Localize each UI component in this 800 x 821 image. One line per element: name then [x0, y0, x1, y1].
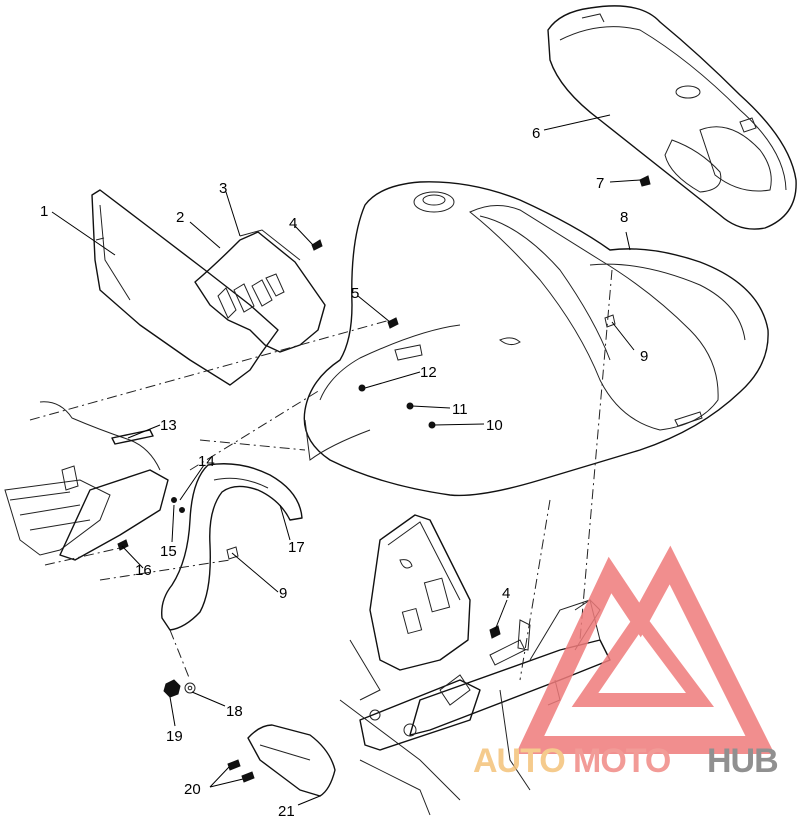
part-6-cover — [547, 5, 797, 230]
watermark-logo: AUTO MOTO HUB — [473, 545, 779, 780]
callout-14: 14 — [198, 453, 215, 470]
watermark-text-moto: MOTO — [573, 742, 671, 780]
watermark-text-hub: HUB — [707, 742, 778, 780]
watermark-text-auto: AUTO — [473, 742, 565, 780]
leader-lines — [51, 114, 641, 806]
callout-4: 4 — [289, 215, 297, 232]
callout-5: 5 — [351, 285, 359, 302]
callout-12: 12 — [420, 364, 437, 381]
callout-9: 9 — [640, 348, 648, 365]
callout-13: 13 — [160, 417, 177, 434]
callout-21: 21 — [278, 803, 295, 820]
callout-18: 18 — [226, 703, 243, 720]
footrest-area — [4, 401, 169, 561]
part-1-panel — [91, 189, 279, 386]
part-21-guard — [247, 724, 336, 797]
callout-2: 2 — [176, 209, 184, 226]
callout-3: 3 — [219, 180, 227, 197]
callout-6: 6 — [532, 125, 540, 142]
callout-16: 16 — [135, 562, 152, 579]
callout-15: 15 — [160, 543, 177, 560]
part-8-rear-fender — [303, 181, 769, 497]
part-13-strip — [111, 429, 154, 445]
callout-8: 8 — [620, 209, 628, 226]
alignment-lines — [29, 269, 613, 681]
callout-11: 11 — [452, 401, 468, 418]
callout-20: 20 — [184, 781, 201, 798]
callout-10: 10 — [486, 417, 503, 434]
part-2-3-side-panel — [194, 229, 326, 353]
callout-7: 7 — [596, 175, 604, 192]
hardware — [117, 175, 651, 783]
watermark-triangle — [515, 545, 775, 754]
callout-17: 17 — [288, 539, 305, 556]
callout-1: 1 — [40, 203, 48, 220]
part-17-fender-flare — [161, 463, 303, 631]
callout-4-lower: 4 — [502, 585, 510, 602]
callouts: 1 2 3 4 5 6 7 8 9 12 11 10 13 14 15 16 1… — [40, 125, 648, 820]
callout-9-lower: 9 — [279, 585, 287, 602]
callout-19: 19 — [166, 728, 183, 745]
